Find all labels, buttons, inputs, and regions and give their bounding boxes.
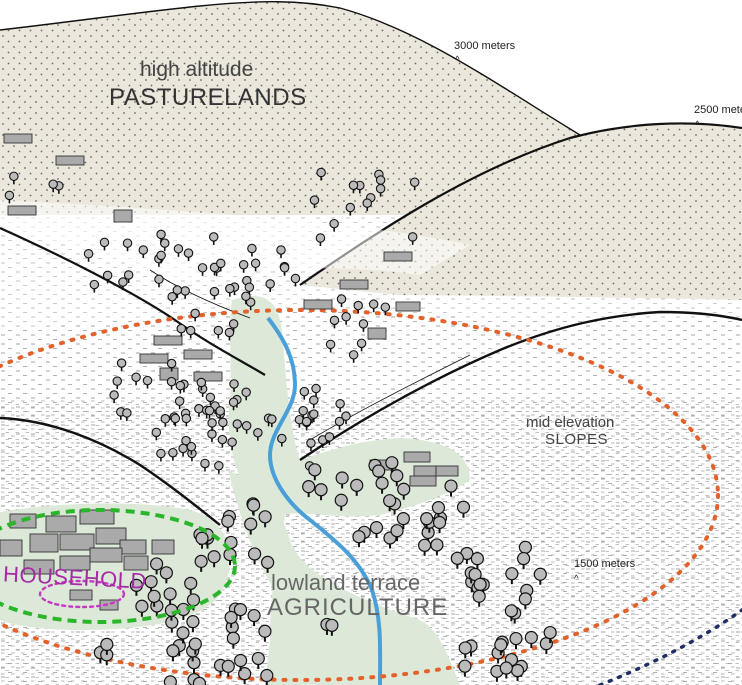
elevation-marker-3000: ^ — [455, 55, 460, 66]
elevation-label-1500: 1500 meters — [574, 558, 635, 570]
house-icon — [4, 134, 32, 143]
house-icon — [30, 534, 58, 552]
elevation-marker-2500: ^ — [695, 120, 700, 131]
house-icon — [184, 350, 212, 359]
house-icon — [340, 280, 368, 289]
house-icon — [140, 354, 168, 363]
house-icon — [152, 540, 174, 554]
house-icon — [90, 548, 122, 562]
house-icon — [8, 206, 36, 215]
house-icon — [100, 600, 118, 610]
house-icon — [46, 516, 76, 532]
house-icon — [120, 540, 146, 554]
pasture-subtitle: high altitude — [140, 58, 253, 82]
house-icon — [0, 540, 22, 556]
house-icon — [154, 336, 182, 345]
house-icon — [384, 252, 412, 261]
house-icon — [56, 156, 84, 165]
house-icon — [368, 328, 386, 339]
house-icon — [396, 302, 420, 311]
elevation-marker-1500: ^ — [574, 574, 579, 585]
house-icon — [410, 476, 436, 486]
house-icon — [60, 534, 94, 550]
slopes-subtitle: mid elevation — [526, 414, 614, 431]
elevation-label-2500: 2500 meters — [694, 104, 742, 116]
house-icon — [114, 210, 132, 222]
terrace-subtitle: lowland terrace — [271, 570, 420, 596]
terrace-title: AGRICULTURE — [267, 594, 448, 622]
house-icon — [436, 466, 458, 476]
tree-icon — [164, 676, 176, 685]
house-icon — [304, 300, 332, 309]
elevation-label-3000: 3000 meters — [454, 40, 515, 52]
tree-icon — [193, 677, 205, 685]
pasture-title: PASTURELANDS — [109, 84, 307, 112]
house-icon — [404, 452, 430, 462]
slopes-title: SLOPES — [545, 431, 608, 448]
